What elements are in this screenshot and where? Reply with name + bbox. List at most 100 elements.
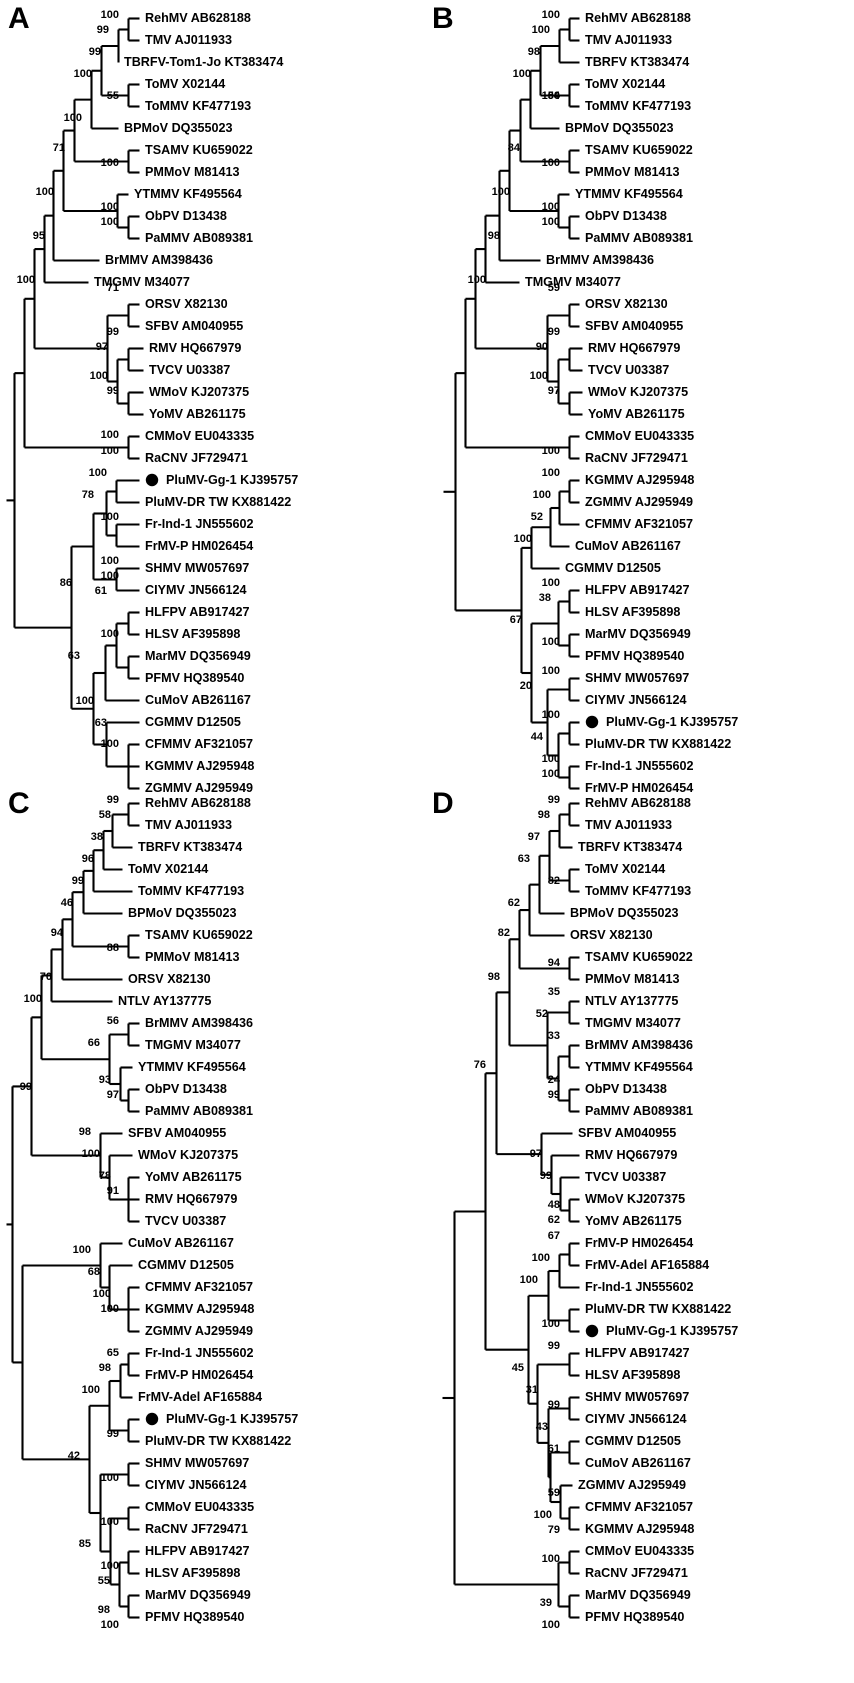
tip-label: SFBV AM040955: [128, 1126, 226, 1140]
bootstrap-value: 100: [542, 753, 560, 765]
bootstrap-value: 71: [53, 142, 65, 154]
bootstrap-value: 100: [64, 112, 82, 124]
tip-label: ObPV D13438: [145, 1082, 227, 1096]
tip-label: CuMoV AB261167: [145, 693, 251, 707]
tip-label: SFBV AM040955: [578, 1126, 676, 1140]
tip-label: SHMV MW057697: [145, 1456, 249, 1470]
tip-label: RaCNV JF729471: [585, 451, 688, 465]
tip-label: WMoV KJ207375: [149, 385, 249, 399]
tip-label: HLFPV AB917427: [585, 583, 690, 597]
tip-label: TMGMV M34077: [94, 275, 190, 289]
bootstrap-value: 100: [101, 628, 119, 640]
bootstrap-value: 46: [61, 897, 73, 909]
bootstrap-value: 79: [548, 1524, 560, 1536]
tip-label: HLSV AF395898: [145, 1566, 240, 1580]
tip-label: CFMMV AF321057: [145, 1280, 253, 1294]
highlight-marker-icon: [145, 473, 159, 487]
tip-label: RehMV AB628188: [585, 11, 691, 25]
bootstrap-value: 98: [79, 1126, 91, 1138]
bootstrap-value: 63: [68, 650, 80, 662]
highlight-marker-icon: [145, 1412, 159, 1426]
tip-label: ObPV D13438: [145, 209, 227, 223]
tip-label: TMGMV M34077: [525, 275, 621, 289]
bootstrap-value: 56: [107, 1015, 119, 1027]
bootstrap-value: 100: [468, 274, 486, 286]
tip-label: Fr-Ind-1 JN555602: [585, 759, 694, 773]
tip-label: BPMoV DQ355023: [128, 906, 237, 920]
tip-label: RMV HQ667979: [145, 1192, 237, 1206]
tip-label: TVCV U03387: [149, 363, 230, 377]
tip-label: PluMV-DR TW KX881422: [585, 737, 731, 751]
tip-label: CMMoV EU043335: [585, 429, 694, 443]
tip-label: PFMV HQ389540: [585, 1610, 684, 1624]
bootstrap-value: 100: [542, 1553, 560, 1565]
tip-label: RehMV AB628188: [585, 796, 691, 810]
bootstrap-value: 100: [542, 216, 560, 228]
bootstrap-value: 100: [101, 1516, 119, 1528]
tip-label: TBRFV KT383474: [138, 840, 242, 854]
tip-label: HLFPV AB917427: [585, 1346, 690, 1360]
bootstrap-value: 61: [548, 1443, 560, 1455]
tip-label: YoMV AB261175: [588, 407, 685, 421]
bootstrap-value: 99: [107, 794, 119, 806]
tip-label: FrMV-P HM026454: [145, 1368, 253, 1382]
bootstrap-value: 70: [40, 971, 52, 983]
tip-label: ORSV X82130: [145, 297, 228, 311]
tip-label: CIYMV JN566124: [145, 583, 247, 597]
bootstrap-value: 78: [82, 489, 94, 501]
bootstrap-value: 33: [548, 1030, 560, 1042]
tip-label: TSAMV KU659022: [585, 950, 693, 964]
tip-label: MarMV DQ356949: [585, 1588, 691, 1602]
bootstrap-value: 99: [548, 1089, 560, 1101]
bootstrap-value: 76: [474, 1059, 486, 1071]
tip-label: BPMoV DQ355023: [565, 121, 674, 135]
tip-label: TBRFV-Tom1-Jo KT383474: [124, 55, 283, 69]
bootstrap-value: 52: [536, 1008, 548, 1020]
bootstrap-value: 99: [89, 46, 101, 58]
tip-label: ToMV X02144: [145, 77, 225, 91]
bootstrap-value: 82: [498, 927, 510, 939]
tip-label: KGMMV AJ295948: [145, 1302, 254, 1316]
bootstrap-value: 100: [101, 511, 119, 523]
tip-label: YTMMV KF495564: [134, 187, 242, 201]
tip-label: RaCNV JF729471: [145, 451, 248, 465]
bootstrap-value: 43: [536, 1421, 548, 1433]
bootstrap-value: 85: [79, 1538, 91, 1550]
tip-label: TSAMV KU659022: [145, 143, 253, 157]
tip-label: TMV AJ011933: [145, 818, 232, 832]
tip-label: RehMV AB628188: [145, 11, 251, 25]
bootstrap-value: 66: [88, 1037, 100, 1049]
tip-label: YTMMV KF495564: [138, 1060, 246, 1074]
tip-label: HLSV AF395898: [585, 1368, 680, 1382]
tip-label: ToMV X02144: [128, 862, 208, 876]
bootstrap-value: 95: [33, 230, 45, 242]
tip-label: RMV HQ667979: [149, 341, 241, 355]
tip-label: RMV HQ667979: [588, 341, 680, 355]
bootstrap-value: 100: [513, 68, 531, 80]
tip-label: Fr-Ind-1 JN555602: [145, 517, 254, 531]
tip-label: HLFPV AB917427: [145, 605, 250, 619]
tip-label: ORSV X82130: [128, 972, 211, 986]
tip-label: PluMV-DR TW KX881422: [145, 1434, 291, 1448]
tip-label: TMV AJ011933: [585, 818, 672, 832]
bootstrap-value: 100: [520, 1274, 538, 1286]
bootstrap-value: 99: [97, 24, 109, 36]
bootstrap-value: 97: [530, 1148, 542, 1160]
tip-label: BPMoV DQ355023: [124, 121, 233, 135]
tip-label: FrMV-Adel AF165884: [585, 1258, 709, 1272]
bootstrap-value: 100: [101, 201, 119, 213]
bootstrap-value: 100: [89, 467, 107, 479]
tip-label: TSAMV KU659022: [585, 143, 693, 157]
bootstrap-value: 99: [107, 1428, 119, 1440]
bootstrap-value: 100: [542, 445, 560, 457]
tip-label: PaMMV AB089381: [145, 231, 253, 245]
bootstrap-value: 100: [73, 1244, 91, 1256]
tip-label: YTMMV KF495564: [575, 187, 683, 201]
tip-label: CFMMV AF321057: [585, 517, 693, 531]
bootstrap-value: 98: [99, 1362, 111, 1374]
panel-letter-a: A: [8, 2, 30, 35]
tip-label: BrMMV AM398436: [585, 1038, 693, 1052]
bootstrap-values: 1001009810010010084100100100981005999901…: [468, 9, 561, 780]
